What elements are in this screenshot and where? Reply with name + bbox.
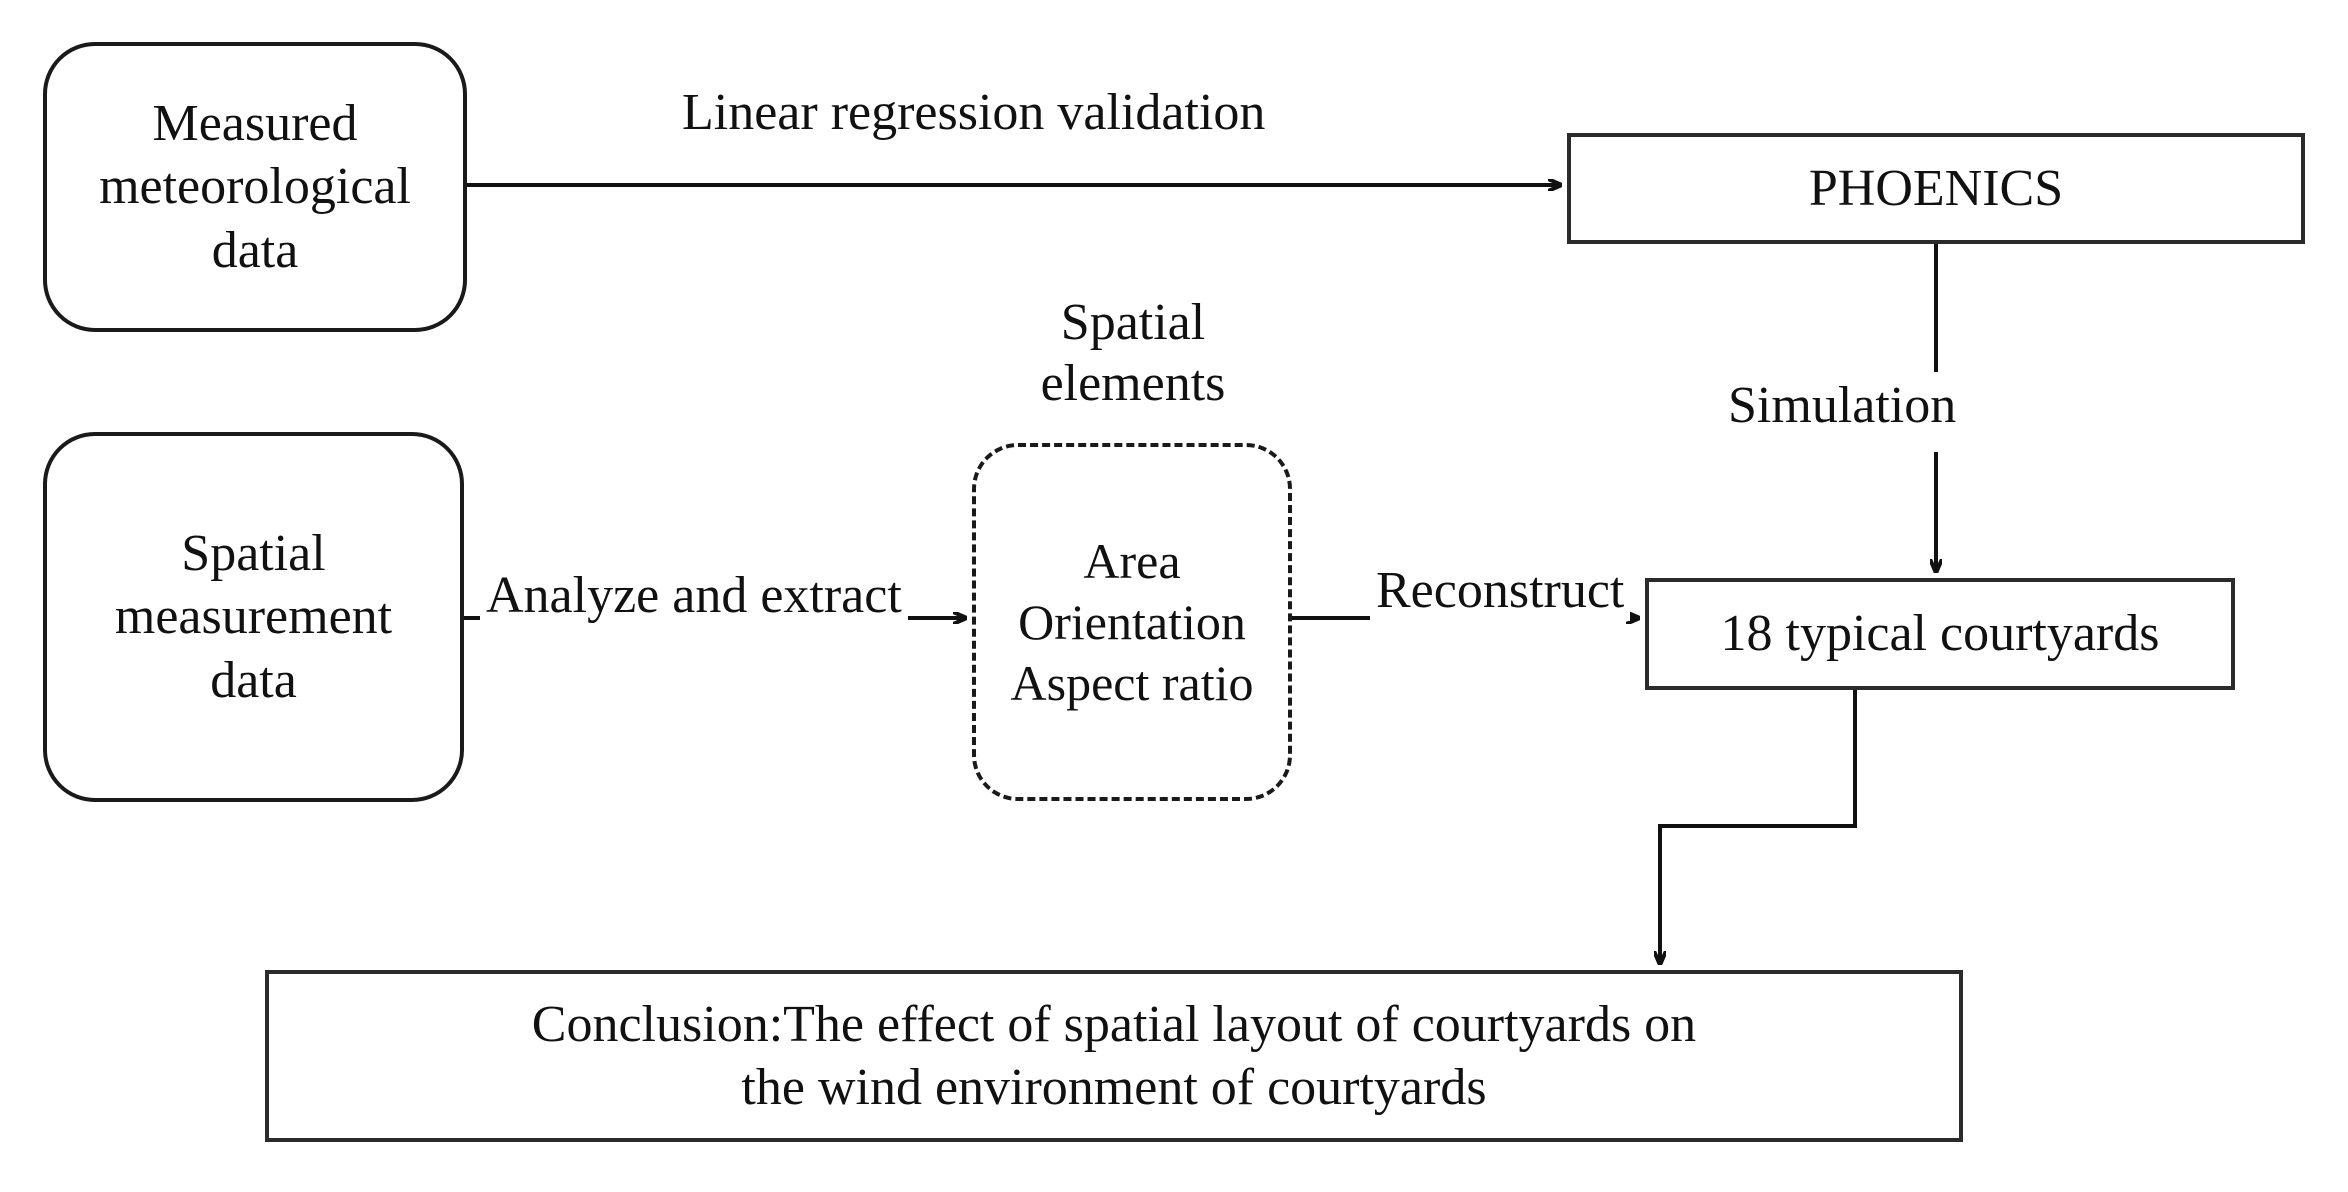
edge-label-reconstruct: Reconstruct [1370, 560, 1631, 622]
node-spatial-elements[interactable]: Area Orientation Aspect ratio [972, 443, 1292, 801]
edge-courtyards-to-conclusion [1660, 690, 1857, 964]
edge-label-simulation: Simulation [1722, 375, 1963, 437]
node-spatial-measurement-data[interactable]: Spatial measurement data [43, 432, 464, 802]
node-18-typical-courtyards[interactable]: 18 typical courtyards [1645, 578, 2235, 690]
node-phoenics[interactable]: PHOENICS [1567, 133, 2305, 244]
caption-spatial-elements: Spatial elements [1018, 292, 1248, 415]
edge-label-analyze-and-extract: Analyze and extract [480, 565, 908, 627]
node-measured-meteorological-data[interactable]: Measured meteorological data [43, 42, 467, 332]
edge-label-linear-regression-validation: Linear regression validation [676, 82, 1272, 144]
node-conclusion[interactable]: Conclusion:The effect of spatial layout … [265, 970, 1963, 1142]
